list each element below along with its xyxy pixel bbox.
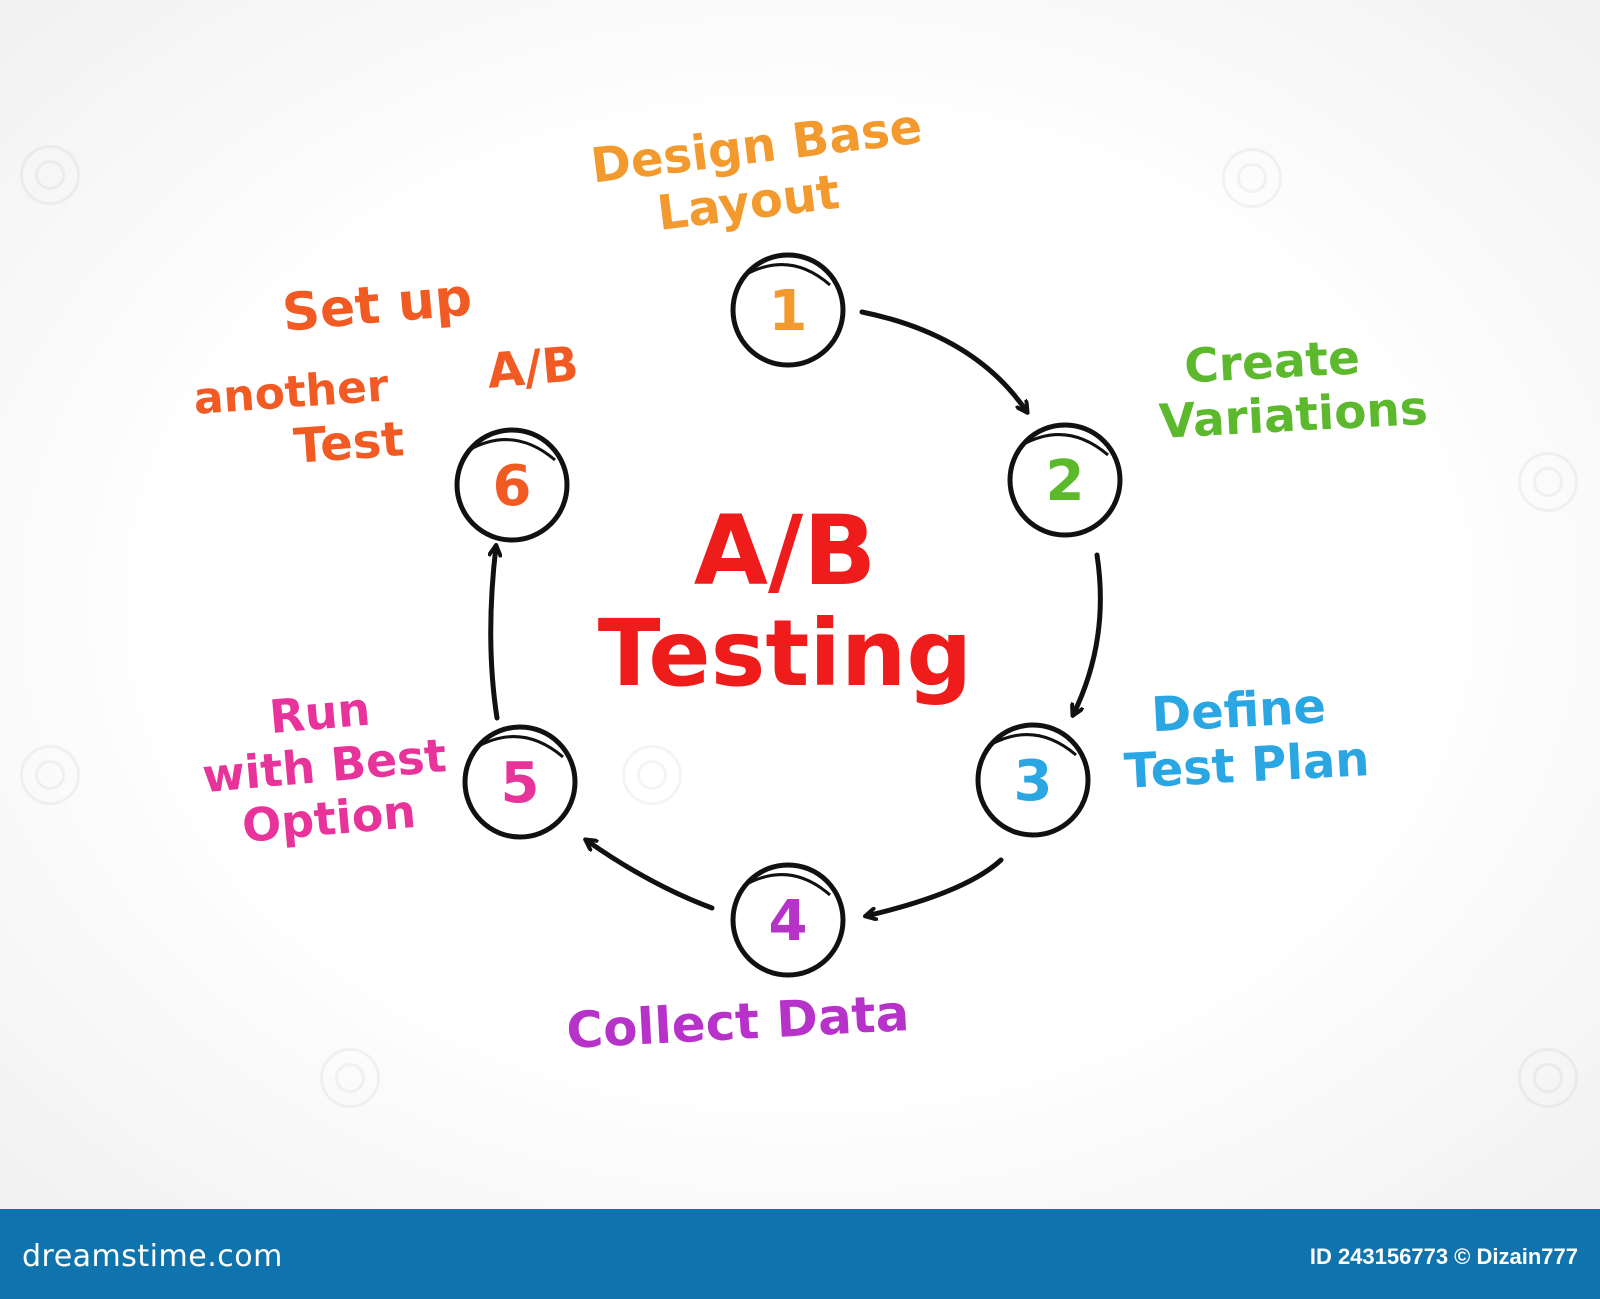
watermark-icon xyxy=(1222,148,1282,208)
step-node-2: 2 xyxy=(1007,422,1123,538)
step-number-1: 1 xyxy=(769,279,808,344)
arrow-4-to-5 xyxy=(586,840,715,911)
arrow-5-to-6 xyxy=(491,546,497,721)
watermark-icon xyxy=(1518,452,1578,512)
arrow-3-to-4 xyxy=(866,857,1004,916)
step-node-4: 4 xyxy=(730,862,846,978)
brand-logo: dreamstime.com xyxy=(22,1239,283,1274)
watermark-icon xyxy=(20,145,80,205)
step-6-line-4: Test xyxy=(291,411,407,475)
title-line-2: Testing xyxy=(597,599,973,707)
watermark-icon xyxy=(320,1048,380,1108)
footer-bar: dreamstime.com ID 243156773 © Dizain777 xyxy=(0,1209,1600,1299)
watermark-icon xyxy=(622,745,682,805)
arrow-1-to-2 xyxy=(859,309,1027,412)
step-node-5: 5 xyxy=(462,724,578,840)
watermark-icon xyxy=(1518,1048,1578,1108)
step-number-2: 2 xyxy=(1046,449,1085,514)
cycle-diagram: 1 2 3 4 5 6 xyxy=(454,252,1123,978)
step-number-6: 6 xyxy=(493,454,532,519)
image-id-credit: ID 243156773 © Dizain777 xyxy=(1309,1244,1578,1269)
title-line-1: A/B xyxy=(693,495,877,607)
watermark-icon xyxy=(20,745,80,805)
diagram-canvas: 1 2 3 4 5 6 A/B Testing xyxy=(0,0,1600,1209)
step-node-1: 1 xyxy=(730,252,846,368)
step-number-4: 4 xyxy=(769,889,808,954)
step-label-3: Define Test Plan xyxy=(1120,677,1371,800)
step-node-3: 3 xyxy=(975,722,1091,838)
step-number-5: 5 xyxy=(501,751,540,816)
arrow-2-to-3 xyxy=(1073,552,1103,715)
step-node-6: 6 xyxy=(454,427,570,543)
step-label-2: Create Variations xyxy=(1155,328,1429,450)
step-number-3: 3 xyxy=(1014,749,1053,814)
step-6-ab: A/B xyxy=(484,336,581,400)
step-label-5: Run with Best Option xyxy=(168,674,481,858)
center-title: A/B Testing xyxy=(575,495,995,707)
